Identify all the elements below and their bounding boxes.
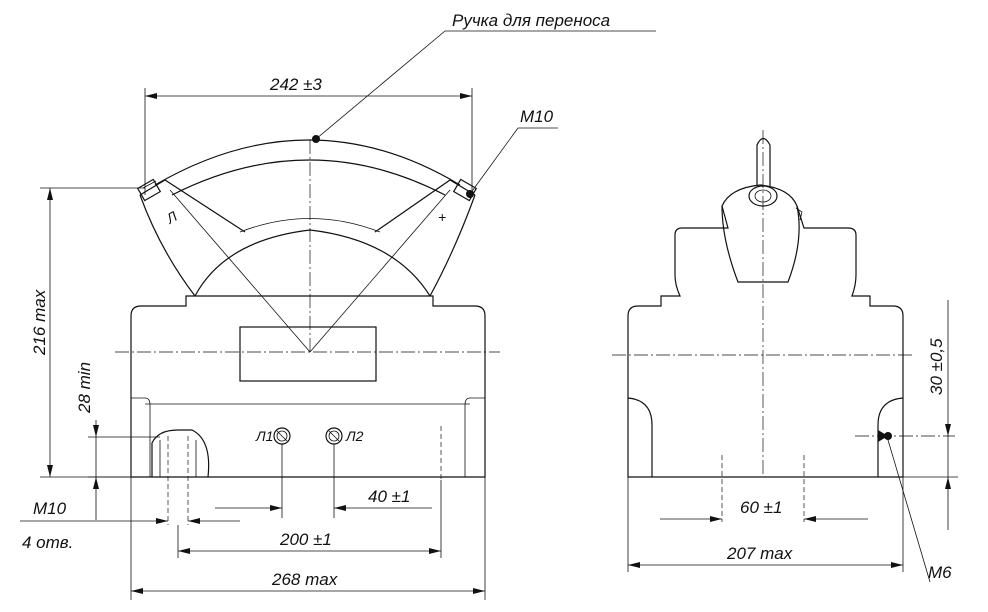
nameplate (239, 326, 377, 382)
dim-height: 216 max (30, 289, 49, 356)
terminal-right-mark: Л2 (345, 428, 364, 444)
dim-min-height: 28 min (75, 362, 94, 414)
terminal-left-mark: Л1 (255, 428, 273, 444)
arch-inner-body (194, 229, 431, 297)
dim-overall-width: 242 ±3 (269, 75, 322, 94)
holes-count-label: 4 отв. (22, 533, 73, 552)
m10-top-leader (469, 127, 519, 195)
thread-top-label: M10 (520, 107, 554, 126)
handle-inner (171, 159, 446, 196)
arch-outer (139, 194, 476, 297)
dim-slot-spacing: 60 ±1 (740, 498, 782, 517)
thread-ground-label: M6 (928, 563, 952, 582)
side-view: 30 ±0,5 M6 60 ±1 207 max (612, 130, 958, 583)
thread-bottom-label: M10 (33, 499, 67, 518)
m6-leader (887, 439, 931, 583)
dim-terminal-spacing: 40 ±1 (368, 487, 410, 506)
front-view: Л + Л1 Л2 (20, 11, 656, 600)
polarity-left-mark: Л (163, 208, 181, 227)
arch-right-arm (374, 179, 476, 233)
handle-outer (154, 139, 461, 186)
handle-label: Ручка для переноса (452, 11, 610, 30)
terminal-right (325, 427, 343, 445)
ground-bolt (878, 430, 888, 442)
front-body-outline (130, 295, 486, 478)
side-handle-stub (756, 137, 771, 186)
dim-ground-height: 30 ±0,5 (927, 338, 946, 395)
front-radial-right (309, 189, 451, 353)
dim-depth: 207 max (726, 544, 793, 563)
dim-base-width: 268 max (271, 570, 338, 589)
mounting-foot (151, 429, 210, 478)
side-body-outline (627, 184, 904, 478)
side-lower-profile (627, 397, 904, 477)
polarity-right-mark: + (438, 209, 446, 225)
dim-mount-spacing: 200 ±1 (279, 530, 332, 549)
arch-left-arm (139, 179, 246, 233)
side-bushing (721, 205, 800, 283)
front-body-base-line (131, 397, 485, 477)
front-radial-left (169, 189, 311, 353)
handle-leader (315, 30, 446, 140)
terminal-left (273, 427, 291, 445)
